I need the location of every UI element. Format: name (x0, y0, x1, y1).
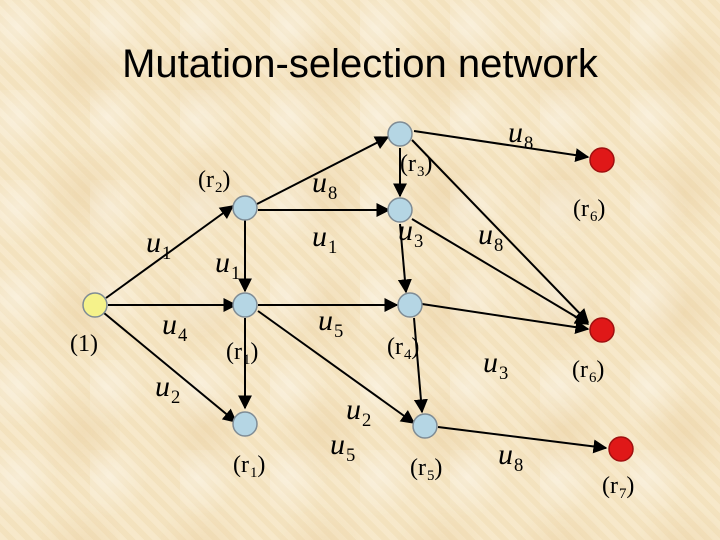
edges (103, 130, 608, 454)
edge-label-u8-right: u8 (478, 218, 504, 256)
node-label-r6-mid: (r6) (572, 357, 605, 387)
edge-n2-to-r2 (411, 218, 590, 325)
edge-label-u5-mid: u5 (318, 304, 344, 342)
node-label-r3: (r3) (400, 151, 433, 181)
node-top (387, 121, 413, 147)
node-label-r2: (r2) (198, 167, 231, 197)
edge-label-u3-right: u3 (483, 346, 509, 384)
edge-label-u1-left: u1 (146, 226, 172, 264)
edge-n2-down (397, 223, 412, 294)
node-n6 (412, 413, 438, 439)
terminal-node-r2 (589, 317, 615, 343)
edge-label-u1-mid: u1 (312, 220, 338, 258)
nodes (82, 121, 634, 462)
node-n1 (232, 195, 258, 221)
edge-label-u5-bottom: u5 (330, 428, 356, 466)
edge-label-u8-top: u8 (508, 116, 534, 154)
edge-n5-to-n6 (413, 317, 428, 414)
edge-n1-to-top (256, 136, 390, 205)
start-node (82, 292, 108, 318)
node-n2 (387, 197, 413, 223)
node-n3 (232, 292, 258, 318)
node-label-start: (1) (70, 331, 98, 357)
edge-start-to-n1 (105, 205, 235, 299)
node-n5 (397, 292, 423, 318)
edge-label-u3-mid: u3 (398, 214, 424, 252)
edge-label-u1-center: u1 (215, 246, 241, 284)
edge-label-u4: u4 (162, 308, 188, 346)
terminal-node-r3 (608, 436, 634, 462)
edge-label-u2-left: u2 (155, 370, 181, 408)
edge-top-to-r1 (413, 130, 590, 163)
slide-title: Mutation-selection network (122, 42, 598, 86)
edge-start-to-n4 (103, 312, 238, 423)
edge-n5-to-r2 (421, 303, 590, 335)
node-label-r7: (r7) (602, 473, 635, 503)
edge-label-u8-mid: u8 (312, 166, 338, 204)
edge-label-u2-bottom: u2 (346, 393, 372, 431)
edge-label-u8-bottom: u8 (498, 438, 524, 476)
node-label-r4: (r4) (387, 334, 420, 364)
node-label-r1-bottom: (r1) (233, 452, 266, 482)
edge-n3-to-n6 (257, 310, 416, 424)
node-label-r1-mid: (r1) (226, 339, 259, 369)
edge-n6-to-r3 (437, 426, 608, 454)
terminal-node-r1 (589, 147, 615, 173)
node-n4 (232, 411, 258, 437)
node-label-r6-top: (r6) (573, 196, 606, 226)
node-label-r5: (r5) (410, 455, 443, 485)
edge-top-to-r2 (411, 139, 589, 324)
